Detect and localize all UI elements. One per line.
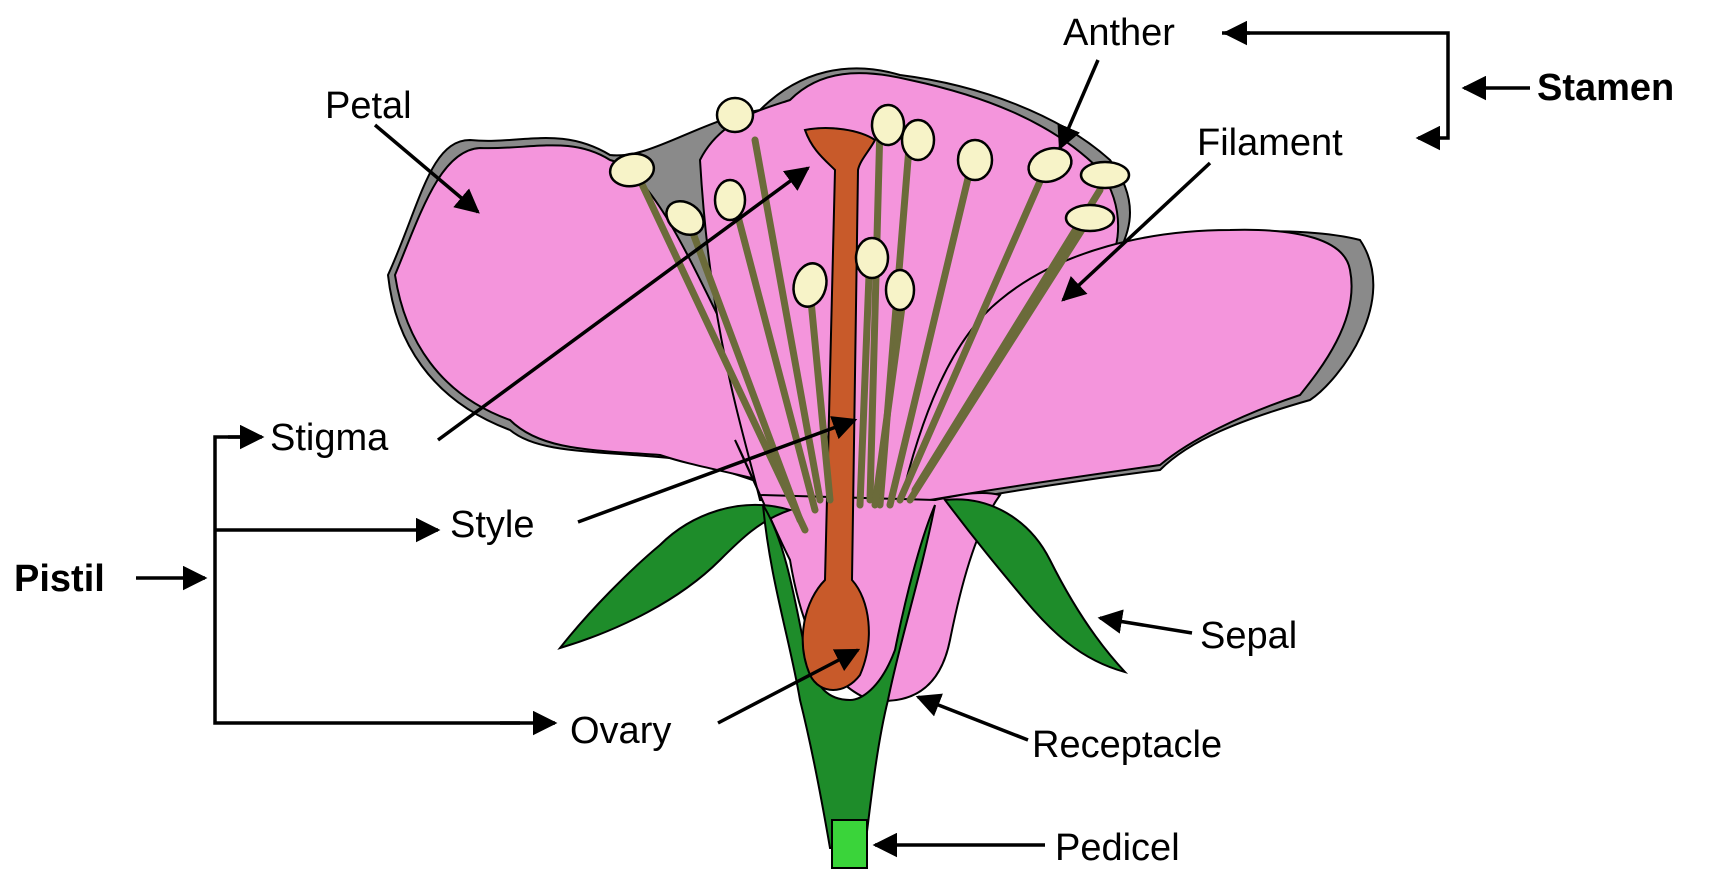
- pedicel-tip: [832, 820, 867, 868]
- pistil-label: Pistil: [14, 558, 105, 600]
- petal-label: Petal: [325, 85, 412, 127]
- filament-label: Filament: [1197, 122, 1343, 164]
- stamen-label: Stamen: [1537, 67, 1674, 109]
- style-label: Style: [450, 504, 534, 546]
- sepal-leader: [1100, 618, 1192, 633]
- sepal-label: Sepal: [1200, 615, 1297, 657]
- receptacle-label: Receptacle: [1032, 724, 1222, 766]
- anther-leader: [1060, 60, 1098, 148]
- pedicel-label: Pedicel: [1055, 827, 1180, 869]
- ovary-label: Ovary: [570, 710, 671, 752]
- sepal-right: [945, 499, 1125, 672]
- stigma-label: Stigma: [270, 417, 389, 459]
- flower-illustration: [388, 68, 1373, 868]
- receptacle-leader: [918, 697, 1028, 740]
- anther-label: Anther: [1063, 12, 1175, 54]
- pistil-bracket: [215, 437, 520, 723]
- sepal-left: [560, 505, 790, 648]
